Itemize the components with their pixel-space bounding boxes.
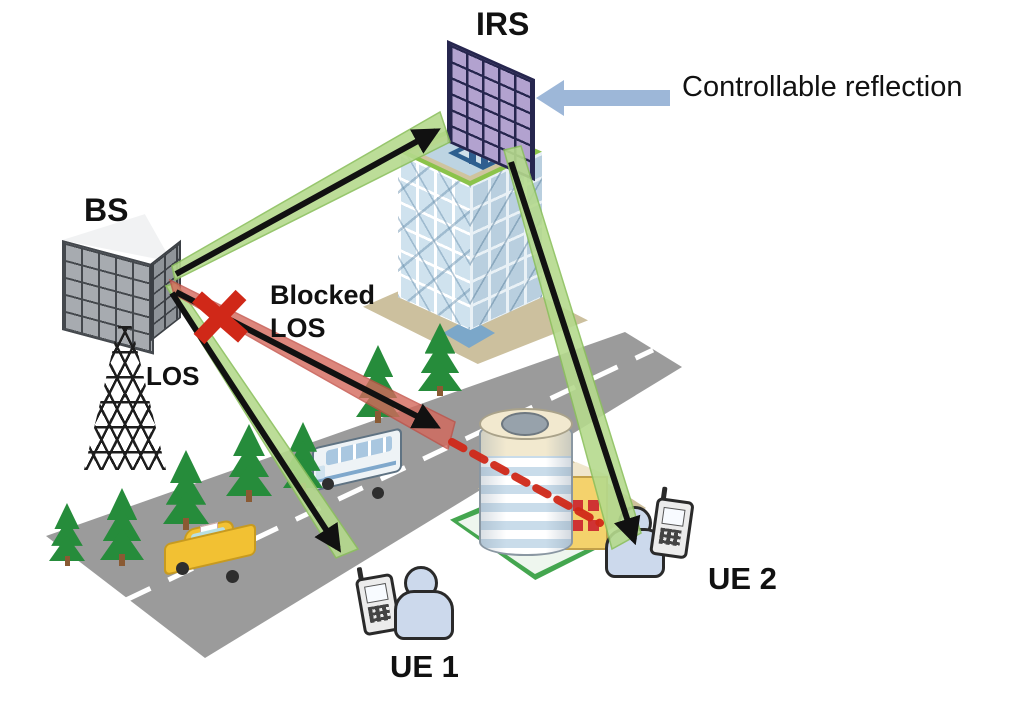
bs-label: BS <box>84 192 129 228</box>
ue2-label: UE 2 <box>708 561 777 596</box>
tree <box>356 345 400 423</box>
round-building-tower <box>479 420 573 556</box>
bus-wheel <box>372 487 384 499</box>
arrow-bs-irs <box>174 128 441 277</box>
ue1-label: UE 1 <box>390 649 459 684</box>
tree <box>283 422 323 494</box>
taxi-wheel <box>176 562 189 575</box>
controllable-reflection-label: Controllable reflection <box>682 71 963 103</box>
tree <box>100 488 144 566</box>
annex-window <box>572 500 583 511</box>
blocked-x-icon <box>192 289 248 345</box>
annex-window <box>588 520 599 531</box>
los-label: LOS <box>146 361 200 391</box>
ue1-phone-icon <box>353 563 403 637</box>
tree <box>163 450 209 530</box>
reflection-arrow-icon <box>536 80 670 116</box>
ue2-phone-icon <box>649 486 695 560</box>
tree <box>49 503 85 566</box>
blocked-los-label: Blocked LOS <box>270 280 376 343</box>
round-building-roof-ellipse <box>501 412 549 436</box>
bus-windows <box>326 435 392 466</box>
bus-wheel <box>322 478 334 490</box>
annex-window <box>588 500 599 511</box>
irs-label: IRS <box>476 6 530 42</box>
taxi-wheel <box>226 570 239 583</box>
tree <box>226 424 272 502</box>
tree <box>418 323 462 397</box>
bs-antenna-left-face <box>62 240 154 355</box>
annex-window <box>572 520 583 531</box>
